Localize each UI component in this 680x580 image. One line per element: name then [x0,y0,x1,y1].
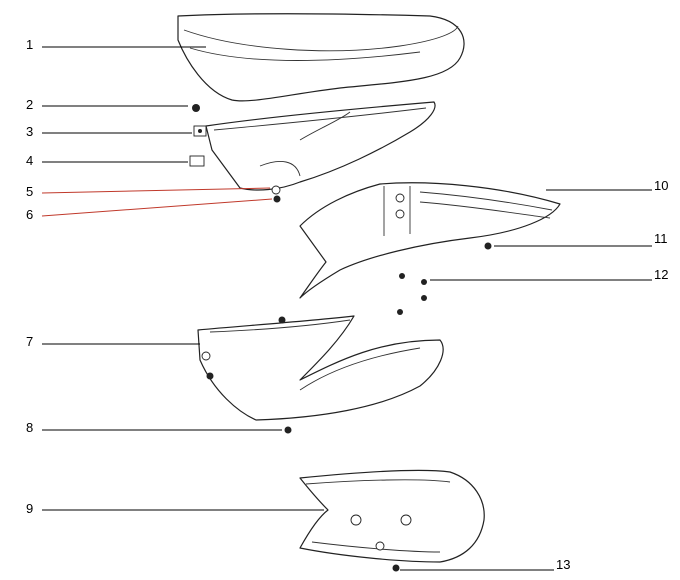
part-rear-fender [299,182,561,299]
callout-4: 4 [26,153,34,168]
leader-lines [41,46,652,571]
callout-11: 11 [654,231,668,246]
washer-5 [271,185,281,195]
screws-12 [397,273,427,315]
leader-6 [41,198,273,217]
callout-13: 13 [556,557,571,572]
screw-6 [273,195,281,203]
part-upper-panel [205,101,436,191]
nut-7b [206,372,214,380]
callout-9: 9 [26,501,34,516]
callout-5: 5 [26,184,34,199]
callout-2: 2 [26,97,34,112]
callout-3: 3 [26,124,34,139]
part-seat [177,13,465,102]
screw-8 [284,426,292,434]
callout-7: 7 [26,334,34,349]
callout-6: 6 [26,207,34,222]
screw-2 [192,104,200,112]
screw-11 [484,242,492,250]
clip-4 [189,155,205,167]
part-lower-panel [197,315,444,421]
callout-8: 8 [26,420,34,435]
nut-3 [198,129,202,133]
nut-7a [278,316,286,324]
callout-10: 10 [654,178,669,193]
leader-5 [41,187,271,194]
part-chain-guard [299,469,485,563]
screw-13 [392,564,400,572]
callout-1: 1 [26,37,34,52]
callout-12: 12 [654,267,669,282]
